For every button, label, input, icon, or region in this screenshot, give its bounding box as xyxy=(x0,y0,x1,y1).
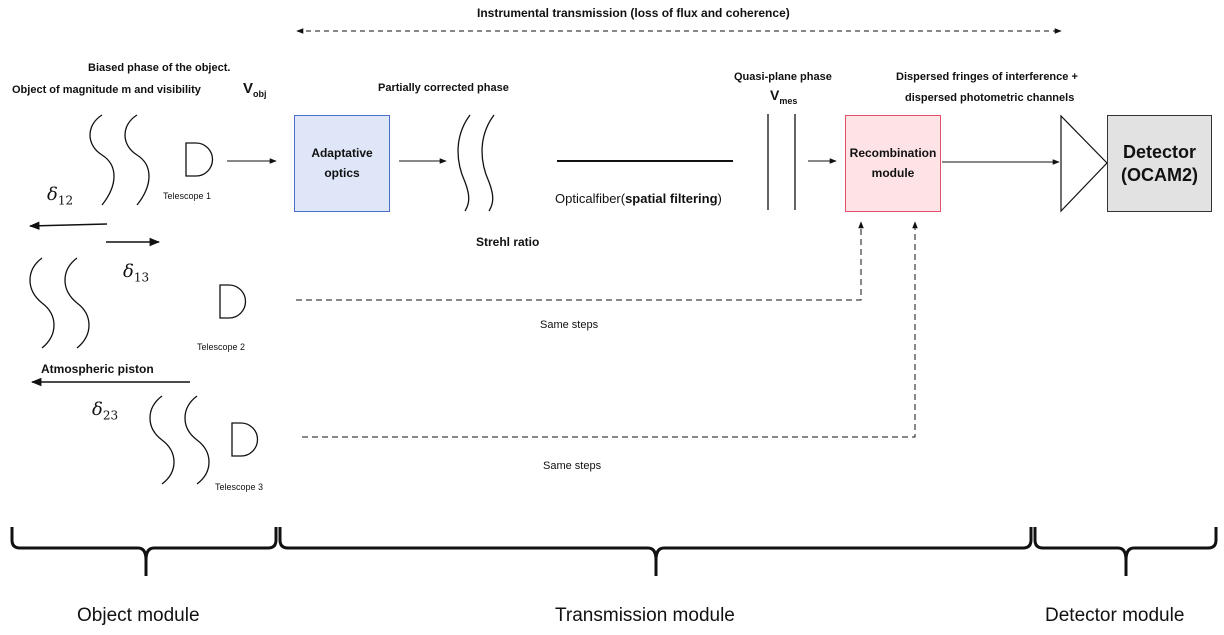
wavefront-telescope-3 xyxy=(149,395,210,485)
partially-corrected-phase-curves xyxy=(457,114,495,212)
object-magnitude-text: Object of magnitude m and visibility xyxy=(12,84,201,96)
visibility-obj-symbol: Vobj xyxy=(243,80,267,99)
delta-23-symbol: δ23 xyxy=(92,399,119,423)
strehl-ratio-label: Strehl ratio xyxy=(476,235,540,249)
disperser-triangle xyxy=(1060,114,1108,213)
recombination-module-box: Recombination module xyxy=(845,115,941,212)
atmospheric-piston-label: Atmospheric piston xyxy=(41,362,154,376)
transmission-module-brace xyxy=(278,527,1033,576)
adaptive-optics-box: Adaptative optics xyxy=(294,115,390,212)
same-steps-label-2: Same steps xyxy=(543,460,602,472)
transmission-module-label: Transmission module xyxy=(555,605,735,626)
optical-fiber-label: Opticalfiber(spatial filtering) xyxy=(555,191,722,206)
same-steps-path-telescope-3 xyxy=(302,221,918,438)
instrumental-transmission-title: Instrumental transmission (loss of flux … xyxy=(477,6,790,20)
object-module-label: Object module xyxy=(77,605,200,626)
telescope-1-label: Telescope 1 xyxy=(163,191,212,201)
delta-13-symbol: δ13 xyxy=(123,261,150,285)
detector-label: Detector(OCAM2) xyxy=(1121,142,1198,185)
same-steps-path-telescope-2 xyxy=(296,221,864,301)
delta-12-symbol: δ12 xyxy=(47,184,74,208)
recombination-module-label: Recombination module xyxy=(849,146,937,180)
visibility-mes-symbol: Vmes xyxy=(770,87,798,106)
partially-corrected-phase-label: Partially corrected phase xyxy=(378,82,509,94)
dispersed-photometric-label: dispersed photometric channels xyxy=(905,92,1075,104)
wavefront-telescope-2 xyxy=(29,257,90,349)
detector-box: Detector(OCAM2) xyxy=(1107,115,1212,212)
delta-12-arrow xyxy=(28,221,108,230)
detector-module-brace xyxy=(1033,527,1218,576)
quasi-plane-phase-label: Quasi-plane phase xyxy=(734,71,832,83)
telescope-1-mirror xyxy=(185,142,214,177)
dispersed-fringes-label: Dispersed fringes of interference + xyxy=(896,71,1078,83)
telescope-2-label: Telescope 2 xyxy=(197,342,246,352)
telescope-3-label: Telescope 3 xyxy=(215,482,264,492)
object-phase-text: Biased phase of the object. xyxy=(88,62,231,74)
object-module-brace xyxy=(10,527,278,576)
telescope-3-mirror xyxy=(231,422,259,457)
detector-module-label: Detector module xyxy=(1045,605,1185,626)
adaptive-optics-label: Adaptative optics xyxy=(311,146,373,180)
same-steps-label-1: Same steps xyxy=(540,319,599,331)
telescope-2-mirror xyxy=(219,284,247,319)
wavefront-telescope-1 xyxy=(89,114,150,206)
